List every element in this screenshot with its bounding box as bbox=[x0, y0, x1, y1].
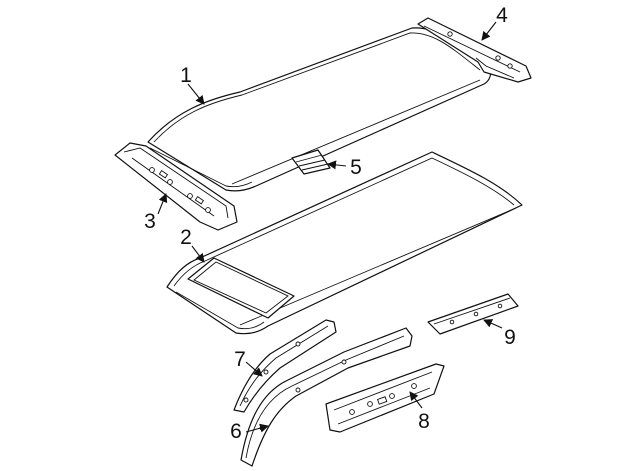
leader-7 bbox=[245, 361, 263, 377]
leader-3 bbox=[157, 193, 168, 215]
callout-8: 8 bbox=[418, 410, 430, 433]
leader-lines bbox=[157, 21, 503, 433]
callout-9: 9 bbox=[504, 326, 516, 349]
callout-2: 2 bbox=[180, 226, 192, 249]
callout-5: 5 bbox=[350, 156, 362, 179]
leader-4 bbox=[481, 21, 497, 41]
reinforcement-part-8 bbox=[325, 363, 445, 433]
leader-6 bbox=[245, 423, 269, 433]
callout-labels: 1 2 3 4 5 6 7 8 9 bbox=[144, 4, 516, 443]
leader-5 bbox=[327, 160, 347, 170]
leader-2 bbox=[191, 245, 205, 263]
rear-header-part-4 bbox=[417, 17, 532, 83]
callout-1: 1 bbox=[180, 64, 192, 87]
front-header-part-3 bbox=[114, 142, 238, 231]
callout-4: 4 bbox=[496, 4, 508, 27]
callout-6: 6 bbox=[230, 420, 242, 443]
callout-3: 3 bbox=[144, 210, 156, 233]
bracket-part-5 bbox=[291, 149, 331, 175]
leader-1 bbox=[187, 83, 205, 105]
rail-piece-part-9 bbox=[427, 293, 519, 335]
roof-inner-panel-part-2 bbox=[166, 151, 523, 335]
callout-7: 7 bbox=[234, 348, 246, 371]
leader-9 bbox=[483, 319, 503, 329]
leader-8 bbox=[409, 391, 423, 409]
side-rail-part-6 bbox=[240, 327, 413, 467]
